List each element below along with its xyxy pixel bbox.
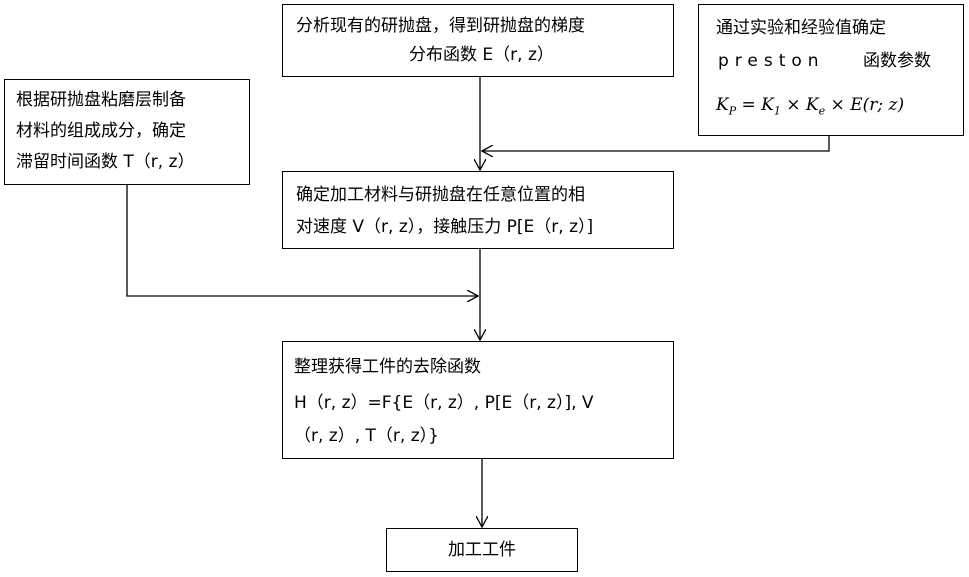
node-velocity-pressure: 确定加工材料与研抛盘在任意位置的相 对速度 V（r, z），接触压力 P[E（r…	[282, 171, 674, 249]
node-removal-line1: 整理获得工件的去除函数	[294, 355, 481, 379]
arrow-preston-to-velocity	[482, 136, 829, 151]
node-analyze-disc-line1: 分析现有的研抛盘，得到研抛盘的梯度	[296, 14, 585, 38]
node-velocity-line2: 对速度 V（r, z），接触压力 P[E（r, z）]	[296, 215, 593, 239]
node-preston-line2-suffix: 函数参数	[863, 49, 931, 73]
node-process-label: 加工工件	[387, 538, 577, 562]
node-analyze-disc: 分析现有的研抛盘，得到研抛盘的梯度 分布函数 E（r, z）	[282, 4, 674, 77]
node-preston-line1: 通过实验和经验值确定	[716, 16, 886, 40]
node-residence-line2: 材料的组成成分，确定	[16, 119, 186, 143]
node-preston-line2-word: preston	[718, 49, 825, 73]
node-velocity-line1: 确定加工材料与研抛盘在任意位置的相	[296, 183, 585, 207]
node-residence-line3: 滞留时间函数 T（r, z）	[16, 150, 195, 174]
node-removal-function: 整理获得工件的去除函数 H（r, z）=F{E（r, z）, P[E（r, z）…	[282, 341, 674, 459]
node-process: 加工工件	[386, 528, 578, 572]
node-residence-time: 根据研抛盘粘磨层制备 材料的组成成分，确定 滞留时间函数 T（r, z）	[4, 79, 250, 185]
node-analyze-disc-line2: 分布函数 E（r, z）	[409, 43, 554, 67]
node-removal-line2: H（r, z）=F{E（r, z）, P[E（r, z）], V	[294, 391, 594, 415]
node-residence-line1: 根据研抛盘粘磨层制备	[16, 88, 186, 112]
node-preston-params: 通过实验和经验值确定 preston 函数参数 KP = K1 × Ke × E…	[698, 4, 964, 136]
node-preston-formula: KP = K1 × Ke × E(r; z)	[716, 95, 904, 117]
node-removal-line3: （r, z）, T（r, z）}	[294, 424, 439, 448]
